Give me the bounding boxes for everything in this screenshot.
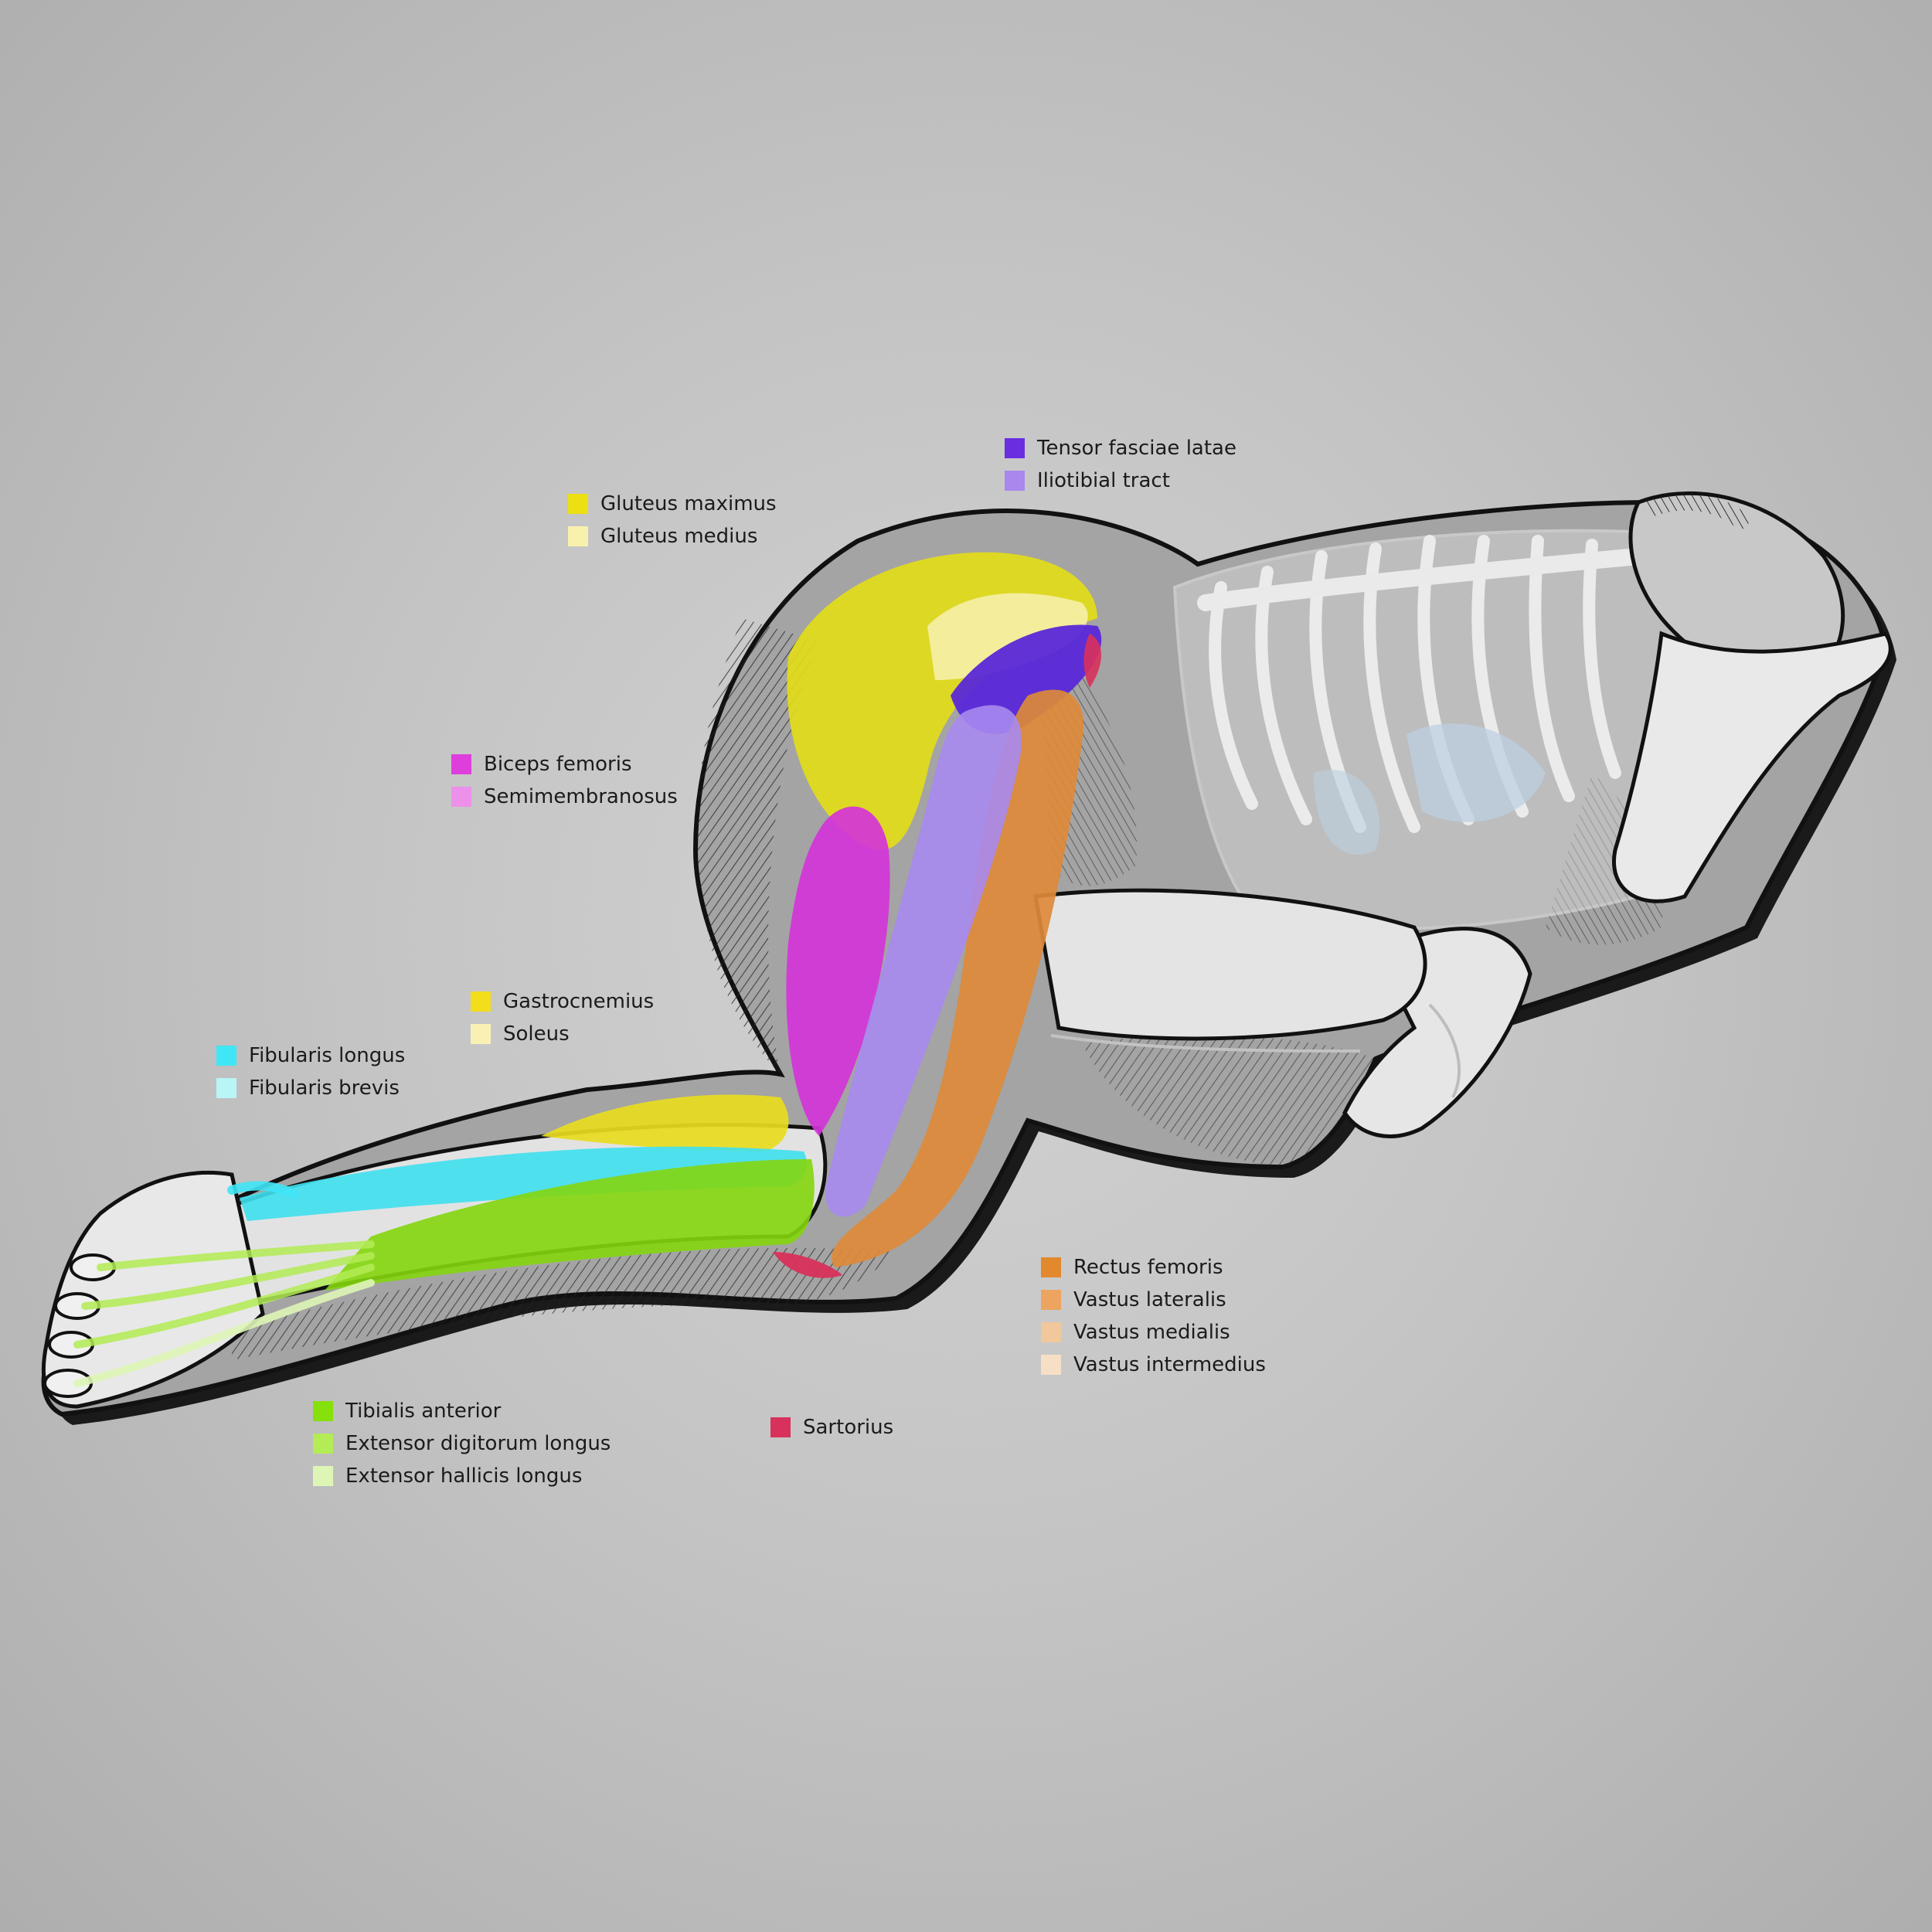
legend-swatch bbox=[1041, 1355, 1061, 1375]
biceps-femoris-shape bbox=[786, 806, 890, 1136]
legend-swatch bbox=[471, 1024, 491, 1044]
legend-label: Semimembranosus bbox=[484, 785, 678, 808]
legend-swatch bbox=[1041, 1322, 1061, 1342]
legend-swatch bbox=[568, 526, 588, 546]
legend-quadriceps: Rectus femoris Vastus lateralis Vastus m… bbox=[1041, 1252, 1266, 1382]
legend-swatch bbox=[451, 754, 471, 774]
legend-swatch bbox=[1005, 438, 1025, 458]
legend-swatch bbox=[216, 1046, 236, 1066]
legend-swatch bbox=[451, 787, 471, 807]
legend-item: Rectus femoris bbox=[1041, 1252, 1266, 1283]
legend-calf: Gastrocnemius Soleus bbox=[471, 986, 654, 1051]
legend-label: Sartorius bbox=[803, 1416, 894, 1439]
legend-item: Fibularis brevis bbox=[216, 1073, 405, 1104]
legend-label: Extensor hallicis longus bbox=[345, 1464, 583, 1488]
legend-label: Rectus femoris bbox=[1073, 1256, 1223, 1279]
tibialis-anterior-shape bbox=[325, 1159, 815, 1291]
legend-label: Vastus intermedius bbox=[1073, 1353, 1266, 1376]
legend-fibularis: Fibularis longus Fibularis brevis bbox=[216, 1040, 405, 1105]
fibularis-longus-shape bbox=[240, 1146, 807, 1221]
other-leg bbox=[1033, 888, 1427, 1053]
legend-item: Fibularis longus bbox=[216, 1040, 405, 1071]
legend-item: Semimembranosus bbox=[451, 781, 678, 812]
legend-item: Tibialis anterior bbox=[313, 1396, 611, 1427]
legend-label: Fibularis longus bbox=[249, 1044, 406, 1067]
muscles bbox=[73, 552, 1102, 1387]
legend-label: Tibialis anterior bbox=[345, 1400, 502, 1423]
legend-swatch bbox=[216, 1078, 236, 1098]
legend-label: Gluteus medius bbox=[600, 525, 758, 548]
legend-item: Soleus bbox=[471, 1019, 654, 1049]
legend-label: Iliotibial tract bbox=[1037, 469, 1170, 492]
legend-item: Iliotibial tract bbox=[1005, 465, 1236, 496]
iliotibial-tract-shape bbox=[825, 705, 1022, 1217]
legend-swatch bbox=[313, 1466, 333, 1486]
gluteus-medius-shape bbox=[927, 593, 1088, 680]
legend-item: Gastrocnemius bbox=[471, 986, 654, 1017]
legend-item: Sartorius bbox=[770, 1412, 893, 1443]
sartorius-shape-lower bbox=[773, 1252, 842, 1278]
legend-item: Vastus lateralis bbox=[1041, 1284, 1266, 1315]
legend-item: Tensor fasciae latae bbox=[1005, 433, 1236, 464]
legend-anterior-leg: Tibialis anterior Extensor digitorum lon… bbox=[313, 1396, 611, 1493]
legend-label: Gastrocnemius bbox=[503, 990, 655, 1013]
legend-label: Gluteus maximus bbox=[600, 492, 777, 515]
legend-label: Tensor fasciae latae bbox=[1037, 437, 1236, 460]
legend-sartorius: Sartorius bbox=[770, 1412, 893, 1444]
legend-label: Extensor digitorum longus bbox=[345, 1432, 611, 1455]
legend-hamstrings: Biceps femoris Semimembranosus bbox=[451, 749, 678, 814]
legend-item: Vastus intermedius bbox=[1041, 1349, 1266, 1380]
legend-swatch bbox=[1041, 1290, 1061, 1310]
legend-item: Vastus medialis bbox=[1041, 1317, 1266, 1348]
legend-swatch bbox=[1041, 1257, 1061, 1277]
legend-swatch bbox=[471, 992, 491, 1012]
legend-item: Biceps femoris bbox=[451, 749, 678, 780]
legend-item: Gluteus maximus bbox=[568, 488, 777, 519]
legend-label: Soleus bbox=[503, 1022, 570, 1046]
legend-tfl: Tensor fasciae latae Iliotibial tract bbox=[1005, 433, 1236, 498]
legend-swatch bbox=[568, 494, 588, 514]
legend-label: Biceps femoris bbox=[484, 753, 632, 776]
legend-item: Gluteus medius bbox=[568, 521, 777, 552]
legend-gluteus: Gluteus maximus Gluteus medius bbox=[568, 488, 777, 553]
legend-swatch bbox=[1005, 471, 1025, 491]
sartorius-shape-upper bbox=[1083, 634, 1101, 688]
legend-label: Vastus lateralis bbox=[1073, 1288, 1226, 1311]
gastrocnemius-shape bbox=[541, 1094, 789, 1151]
legend-swatch bbox=[313, 1401, 333, 1421]
torso-skeleton bbox=[1172, 492, 1845, 930]
legend-swatch bbox=[313, 1434, 333, 1454]
legend-item: Extensor hallicis longus bbox=[313, 1461, 611, 1492]
rectus-femoris-shape bbox=[832, 689, 1083, 1267]
legend-item: Extensor digitorum longus bbox=[313, 1428, 611, 1459]
legend-label: Vastus medialis bbox=[1073, 1321, 1230, 1344]
legend-swatch bbox=[770, 1417, 791, 1437]
legend-label: Fibularis brevis bbox=[249, 1077, 400, 1100]
